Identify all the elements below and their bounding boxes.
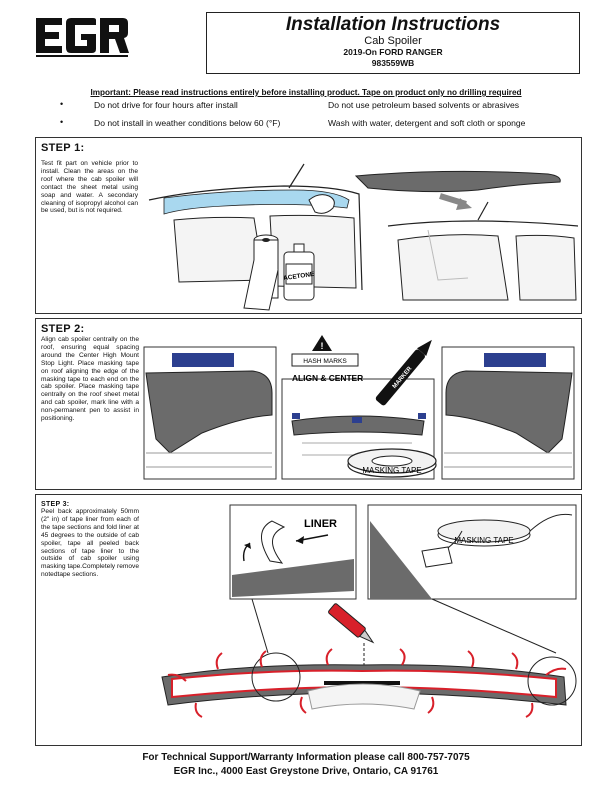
peel-liner-illustration: LINER MASKING TAPE bbox=[161, 504, 577, 718]
detail-circle-right bbox=[527, 656, 577, 706]
warning-item: Do not use petroleum based solvents or a… bbox=[328, 100, 520, 110]
spoiler-end-right bbox=[445, 370, 573, 454]
arrow-up-icon bbox=[244, 543, 251, 549]
roof-surface bbox=[163, 189, 350, 215]
arrow-down-icon bbox=[456, 198, 472, 210]
support-line: For Technical Support/Warranty Informati… bbox=[142, 752, 470, 763]
warning-item: Wash with water, detergent and soft clot… bbox=[328, 118, 526, 128]
warning-icon bbox=[312, 335, 332, 351]
spoiler-shape bbox=[354, 170, 561, 193]
masking-tape-label: MASKING TAPE bbox=[454, 536, 513, 545]
egr-logo bbox=[36, 18, 129, 57]
liner-label: LINER bbox=[304, 518, 337, 530]
acetone-bottle-icon: ACETONE bbox=[283, 243, 316, 301]
hand-icon bbox=[308, 194, 335, 214]
vehicle-model: 2019-On FORD RANGER bbox=[343, 47, 443, 57]
clean-roof-illustration: ACETONE bbox=[148, 163, 363, 311]
bullet-icon: • bbox=[60, 117, 64, 127]
svg-text:!: ! bbox=[321, 341, 324, 351]
step-1-title: STEP 1: bbox=[41, 142, 85, 154]
hash-marks-label: HASH MARKS bbox=[303, 358, 347, 365]
arrow-left-icon bbox=[296, 536, 304, 544]
align-center-illustration: ! HASH MARKS ALIGN & CENTER MARKER MASKI… bbox=[143, 335, 575, 480]
address-line: EGR Inc., 4000 East Greystone Drive, Ont… bbox=[173, 766, 439, 777]
step-3-text: Peel back approximately 50mm (2" in) of … bbox=[41, 508, 139, 579]
step-3-panel: STEP 3: Peel back approximately 50mm (2"… bbox=[35, 494, 582, 746]
test-fit-illustration bbox=[354, 170, 579, 301]
part-number: 983559WB bbox=[371, 58, 415, 68]
product-name: Cab Spoiler bbox=[364, 35, 422, 47]
utility-knife-icon bbox=[328, 603, 375, 644]
masking-tape-icon: MASKING TAPE bbox=[347, 448, 437, 478]
spoiler-end-left bbox=[145, 370, 273, 454]
important-notice: Important: Please read instructions enti… bbox=[90, 88, 522, 97]
step-2-text: Align cab spoiler centrally on the roof,… bbox=[41, 336, 139, 423]
document-title: Installation Instructions bbox=[285, 14, 501, 35]
masking-tape-label: MASKING TAPE bbox=[362, 466, 421, 475]
paper-towel-icon bbox=[243, 234, 279, 311]
detail-circle-left bbox=[251, 652, 301, 702]
tape-tab-icon bbox=[172, 353, 234, 367]
tape-tab-icon bbox=[484, 353, 546, 367]
step-2-panel: STEP 2: Align cab spoiler centrally on t… bbox=[35, 318, 582, 490]
spoiler-center bbox=[291, 415, 425, 436]
peel-arrows bbox=[167, 648, 567, 718]
acetone-label: ACETONE bbox=[283, 271, 316, 282]
title-box: Installation Instructions Cab Spoiler 20… bbox=[206, 12, 580, 74]
align-center-label: ALIGN & CENTER bbox=[292, 373, 363, 383]
step-2-title: STEP 2: bbox=[41, 323, 85, 335]
masking-tape-icon: MASKING TAPE bbox=[437, 519, 531, 547]
warning-item: Do not drive for four hours after instal… bbox=[94, 100, 238, 110]
step-3-title: STEP 3: bbox=[41, 501, 70, 508]
step-1-text: Test fit part on vehicle prior to instal… bbox=[41, 160, 138, 215]
bullet-icon: • bbox=[60, 99, 64, 109]
peeled-liner bbox=[261, 520, 286, 564]
step-1-panel: STEP 1: Test fit part on vehicle prior t… bbox=[35, 137, 582, 314]
warning-item: Do not install in weather conditions bel… bbox=[94, 118, 281, 128]
